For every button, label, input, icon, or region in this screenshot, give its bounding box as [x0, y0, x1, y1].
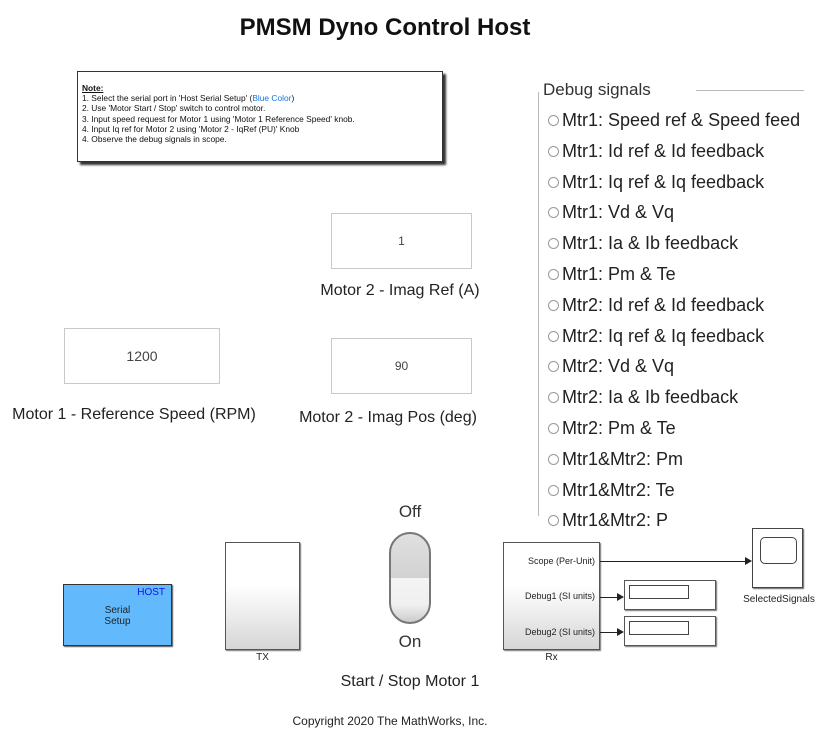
tx-label: TX	[256, 652, 269, 663]
switch-off-label: Off	[398, 502, 422, 521]
motor2-imag-pos-display[interactable]: 90	[331, 338, 472, 394]
radio-button-icon[interactable]	[548, 115, 559, 126]
host-tag: HOST	[137, 587, 165, 598]
note-line-1: 1. Select the serial port in 'Host Seria…	[82, 93, 438, 103]
radio-button-icon[interactable]	[548, 361, 559, 373]
debug-signal-label: Mtr1: Iq ref & Iq feedback	[562, 171, 765, 192]
motor2-imag-ref-label: Motor 2 - Imag Ref (A)	[320, 282, 480, 299]
debug-signal-option[interactable]: Mtr1&Mtr2: Pm	[548, 449, 683, 470]
arrow-debug1-icon	[617, 593, 624, 601]
serial-setup-text: Serial Setup	[64, 605, 171, 627]
radio-button-icon[interactable]	[548, 330, 559, 342]
debug-signal-label: Mtr1: Ia & Ib feedback	[562, 233, 739, 254]
debug-signal-label: Mtr2: Id ref & Id feedback	[562, 294, 765, 315]
arrow-debug2-icon	[617, 628, 624, 636]
debug-signal-label: Mtr1: Id ref & Id feedback	[562, 140, 765, 161]
debug-signal-option[interactable]: Mtr1: Iq ref & Iq feedback	[548, 172, 764, 193]
note-line-5: 4. Observe the debug signals in scope.	[82, 134, 227, 145]
radio-button-icon[interactable]	[548, 453, 559, 465]
debug2-display-block[interactable]	[624, 616, 716, 646]
start-stop-switch[interactable]	[389, 532, 431, 624]
wire-debug2	[600, 632, 618, 633]
note-line-3: 3. Input speed request for Motor 1 using…	[82, 113, 355, 124]
motor1-ref-speed-label: Motor 1 - Reference Speed (RPM)	[12, 406, 256, 423]
debug-signal-option[interactable]: Mtr2: Iq ref & Iq feedback	[548, 326, 764, 347]
debug-signal-label: Mtr1&Mtr2: P	[562, 510, 669, 531]
serial-setup-line-2: Setup	[104, 616, 131, 627]
switch-on-label: On	[398, 632, 422, 651]
note-blue-text: Blue Color	[252, 93, 292, 104]
motor2-imag-pos-label: Motor 2 - Imag Pos (deg)	[299, 409, 477, 426]
debug-signal-option[interactable]: Mtr1: Id ref & Id feedback	[548, 141, 764, 162]
radio-button-icon[interactable]	[548, 145, 559, 157]
note-line-1-suffix: )	[291, 93, 295, 104]
scope-label: SelectedSignals	[743, 594, 815, 605]
serial-setup-block[interactable]: HOST Serial Setup	[63, 584, 172, 646]
tx-block[interactable]	[225, 542, 300, 650]
arrow-scope-icon	[745, 557, 752, 565]
debug-signal-option[interactable]: Mtr1: Ia & Ib feedback	[548, 233, 738, 254]
debug-signals-group: Debug signals Mtr1: Speed ref & Speed fe…	[538, 80, 826, 530]
rx-block[interactable]: Scope (Per-Unit) Debug1 (SI units) Debug…	[503, 542, 600, 650]
debug-signal-option[interactable]: Mtr2: Vd & Vq	[548, 356, 674, 377]
radio-button-icon[interactable]	[548, 484, 559, 496]
debug-signal-option[interactable]: Mtr1&Mtr2: P	[548, 510, 668, 531]
scope-screen-icon	[760, 537, 797, 564]
copyright-text: Copyright 2020 The MathWorks, Inc.	[292, 714, 488, 728]
debug-signal-option[interactable]: Mtr2: Ia & Ib feedback	[548, 387, 738, 408]
radio-button-icon[interactable]	[548, 269, 559, 280]
rx-port-debug1: Debug1 (SI units)	[524, 591, 595, 601]
debug-signal-label: Mtr1: Pm & Te	[562, 264, 676, 284]
radio-button-icon[interactable]	[548, 238, 559, 250]
debug-signal-label: Mtr1&Mtr2: Pm	[562, 448, 684, 469]
debug-signal-label: Mtr2: Pm & Te	[562, 418, 676, 438]
radio-button-icon[interactable]	[548, 423, 559, 434]
rx-port-debug2: Debug2 (SI units)	[524, 627, 595, 637]
radio-button-icon[interactable]	[548, 207, 559, 219]
radio-button-icon[interactable]	[548, 299, 559, 311]
note-line-2: 2. Use 'Motor Start / Stop' switch to co…	[82, 103, 266, 114]
switch-label: Start / Stop Motor 1	[340, 673, 480, 690]
note-line-4: 4. Input Iq ref for Motor 2 using 'Motor…	[82, 123, 300, 134]
radio-button-icon[interactable]	[548, 392, 559, 404]
debug-signal-label: Mtr1: Vd & Vq	[562, 202, 675, 223]
serial-setup-line-1: Serial	[104, 605, 131, 616]
debug-signal-option[interactable]: Mtr2: Id ref & Id feedback	[548, 295, 764, 316]
debug1-display-field	[629, 585, 689, 599]
group-border-left	[538, 92, 539, 516]
debug1-display-block[interactable]	[624, 580, 716, 610]
debug-signal-option[interactable]: Mtr1: Pm & Te	[548, 264, 676, 285]
debug-signal-option[interactable]: Mtr1: Speed ref & Speed feed	[548, 110, 800, 131]
debug-signal-label: Mtr2: Vd & Vq	[562, 356, 675, 377]
debug-signal-label: Mtr2: Iq ref & Iq feedback	[562, 325, 765, 346]
debug-signal-option[interactable]: Mtr2: Pm & Te	[548, 418, 676, 439]
wire-scope	[600, 561, 746, 562]
note-heading: Note:	[82, 83, 104, 93]
debug-signal-label: Mtr1&Mtr2: Te	[562, 479, 675, 500]
radio-button-icon[interactable]	[548, 515, 559, 527]
rx-label: Rx	[545, 652, 558, 663]
motor1-ref-speed-display[interactable]: 1200	[64, 328, 220, 384]
radio-button-icon[interactable]	[548, 176, 559, 188]
motor2-imag-ref-display[interactable]: 1	[331, 213, 472, 269]
note-annotation: Note: 1. Select the serial port in 'Host…	[77, 71, 443, 162]
debug-signal-label: Mtr2: Ia & Ib feedback	[562, 387, 739, 408]
debug2-display-field	[629, 621, 689, 635]
page-title: PMSM Dyno Control Host	[239, 14, 531, 41]
rx-port-scope: Scope (Per-Unit)	[527, 556, 595, 566]
note-line-1-text: 1. Select the serial port in 'Host Seria…	[82, 93, 253, 104]
scope-block[interactable]	[752, 528, 803, 588]
debug-signals-legend: Debug signals	[543, 80, 651, 99]
group-border-top	[696, 90, 804, 91]
debug-signal-label: Mtr1: Speed ref & Speed feed	[562, 110, 801, 130]
debug-signal-option[interactable]: Mtr1&Mtr2: Te	[548, 480, 675, 501]
wire-debug1	[600, 597, 618, 598]
debug-signal-option[interactable]: Mtr1: Vd & Vq	[548, 202, 674, 223]
